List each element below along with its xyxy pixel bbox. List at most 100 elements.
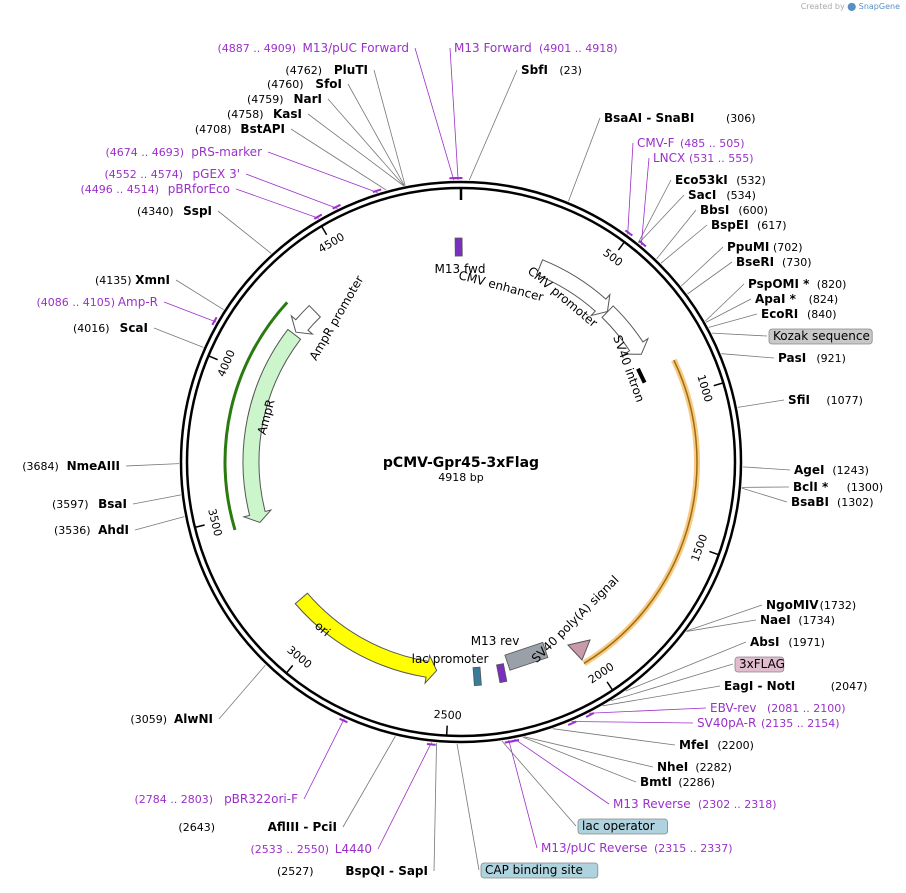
feature-ampr [242, 328, 302, 524]
site-label-naei-position: (1734) [798, 614, 835, 627]
site-label-absi-text: AbsI [750, 635, 779, 649]
site-label-bspei: BspEI(617) [660, 218, 787, 264]
site-label-alwni-text: AlwNI [174, 712, 213, 726]
site-label-lac-operator: lac operator [501, 740, 668, 835]
site-label-naei: NaeI(1734) [686, 613, 835, 632]
leader-line [303, 718, 345, 800]
snapgene-logo-icon: ⬤ [847, 2, 857, 11]
ring-tick-label: 4500 [316, 230, 347, 255]
site-label-ahdi-position: (3536) [54, 524, 91, 537]
site-label-bspqi-sapi: BspQI - SapI(2527) [277, 742, 437, 878]
feature-ori [294, 592, 438, 685]
ring-tick-label: 1000 [694, 373, 715, 404]
site-label-bspqi-sapi-position: (2527) [277, 865, 314, 878]
plasmid-length: 4918 bp [438, 471, 483, 484]
site-label-nari-position: (4759) [247, 93, 284, 106]
site-label-sbfi-text: SbfI [521, 63, 548, 77]
site-label-kasi-position: (4758) [227, 108, 264, 121]
site-label-bcli: BclI * (1300) [741, 480, 884, 494]
site-label-cmv-f-text: CMV-F [637, 136, 675, 150]
sv40-polya-arrow [567, 639, 591, 661]
site-label-nmeaiii-text: NmeAIII [67, 459, 120, 473]
leader-line [589, 707, 707, 714]
primer-mark [339, 717, 348, 724]
leader-line [737, 399, 785, 408]
primer-mark [510, 739, 520, 743]
site-label-pbrforeco-text: pBRforEco [168, 182, 230, 196]
leader-line [522, 736, 637, 783]
leader-line [656, 209, 697, 260]
site-label-ebv-rev-position: (2081 .. 2100) [767, 702, 846, 715]
leader-line [711, 332, 768, 337]
site-label-sfii-text: SfiI [788, 393, 810, 407]
site-label-bbsi-position: (600) [738, 204, 768, 217]
site-label-scai-text: ScaI [120, 321, 148, 335]
site-label-amp-r: Amp-R(4086 .. 4105) [36, 295, 218, 326]
site-label-bseri: BseRI(730) [687, 255, 812, 295]
leader-line [625, 641, 747, 692]
leader-line [705, 298, 752, 323]
site-label-bcli-text: BclI * [793, 480, 829, 494]
site-label-pluti-position: (4762) [285, 64, 322, 77]
leader-line [681, 246, 724, 287]
site-label-amp-r-position: (4086 .. 4105) [36, 296, 115, 309]
site-label-eagi-noti-position: (2047) [831, 680, 868, 693]
leader-line [610, 663, 734, 702]
leader-line [327, 98, 405, 187]
site-label-agei-text: AgeI [794, 463, 824, 477]
site-label-bsaai-snabi: BsaAI - SnaBI(306) [568, 111, 756, 202]
ring-tick-label: 1500 [689, 532, 711, 563]
leader-line [686, 604, 763, 632]
feature-cmv-promoter [601, 305, 650, 355]
ring-tick [286, 664, 294, 673]
site-label-pluti-text: PluTI [334, 63, 368, 77]
site-label-bsaai-snabi-position: (306) [726, 112, 756, 125]
site-label-m13-puc-reverse-text: M13/pUC Reverse [541, 841, 648, 855]
site-label-bsai-position: (3597) [52, 498, 89, 511]
site-label-xmni: XmnI(4135) [95, 273, 224, 311]
site-label-eco53ki-text: Eco53kI [675, 173, 728, 187]
site-label-ecori-position: (840) [807, 308, 837, 321]
site-label-mfei: MfeI(2200) [552, 728, 754, 752]
leader-line [307, 113, 404, 187]
site-label-nmeaiii: NmeAIII(3684) [22, 459, 180, 473]
site-label-pspomi-position: (820) [817, 278, 847, 291]
site-label-m13-forward-text: M13 Forward [454, 41, 532, 55]
site-label-lncx-position: (531 .. 555) [689, 152, 754, 165]
site-label-saci-text: SacI [688, 188, 716, 202]
site-label-m13-puc-forward-position: (4887 .. 4909) [217, 42, 296, 55]
site-label-m13-puc-reverse-position: (2315 .. 2337) [654, 842, 733, 855]
site-label-bbsi: BbsI(600) [656, 203, 768, 260]
feature-m13-rev-label: M13 rev [471, 634, 520, 648]
leader-line [245, 173, 338, 209]
leader-line [373, 69, 406, 186]
site-label-m13-puc-forward: M13/pUC Forward(4887 .. 4909) [217, 41, 459, 181]
site-label-eagi-noti: EagI - NotI (2047) [602, 679, 868, 707]
label-box [734, 656, 785, 673]
site-label-bstapi: BstAPI(4708) [195, 122, 387, 191]
site-label-eagi-noti-text: EagI - NotI [724, 679, 795, 693]
site-label-sv40pa-r-text: SV40pA-R [697, 716, 756, 730]
ring-tick [195, 524, 205, 528]
site-label-bcli-position: (1300) [847, 481, 884, 494]
site-label-bsabi-position: (1302) [837, 496, 874, 509]
ring-tick [713, 382, 723, 387]
site-label-sspi-position: (4340) [137, 205, 174, 218]
site-label-pbr322ori-f: pBR322ori-F(2784 .. 2803) [134, 717, 348, 806]
site-label-afliii-pcii-text: AflIII - PciI [268, 820, 337, 834]
leader-line [686, 619, 757, 632]
site-label-eco53ki: Eco53kI(532) [637, 173, 766, 243]
site-label-m13-reverse-position: (2302 .. 2318) [698, 798, 777, 811]
site-label-ecori-text: EcoRI [761, 307, 798, 321]
site-label-pgex-3: pGEX 3'(4552 .. 4574) [104, 167, 341, 210]
site-label-cap-binding-site-text: CAP binding site [485, 863, 583, 877]
outer-ring [179, 180, 743, 744]
orf-arc [582, 358, 700, 666]
site-label-nhei: NheI(2282) [524, 736, 732, 774]
site-label-sv40pa-r-position: (2135 .. 2154) [761, 717, 840, 730]
feature-lac-promoter-label: lac promoter [412, 652, 489, 666]
site-label-ahdi-text: AhdI [98, 523, 129, 537]
credit-brand: SnapGene [858, 2, 900, 11]
site-label-bseri-position: (730) [782, 256, 812, 269]
site-label-ppumi-text: PpuMI [727, 240, 769, 254]
